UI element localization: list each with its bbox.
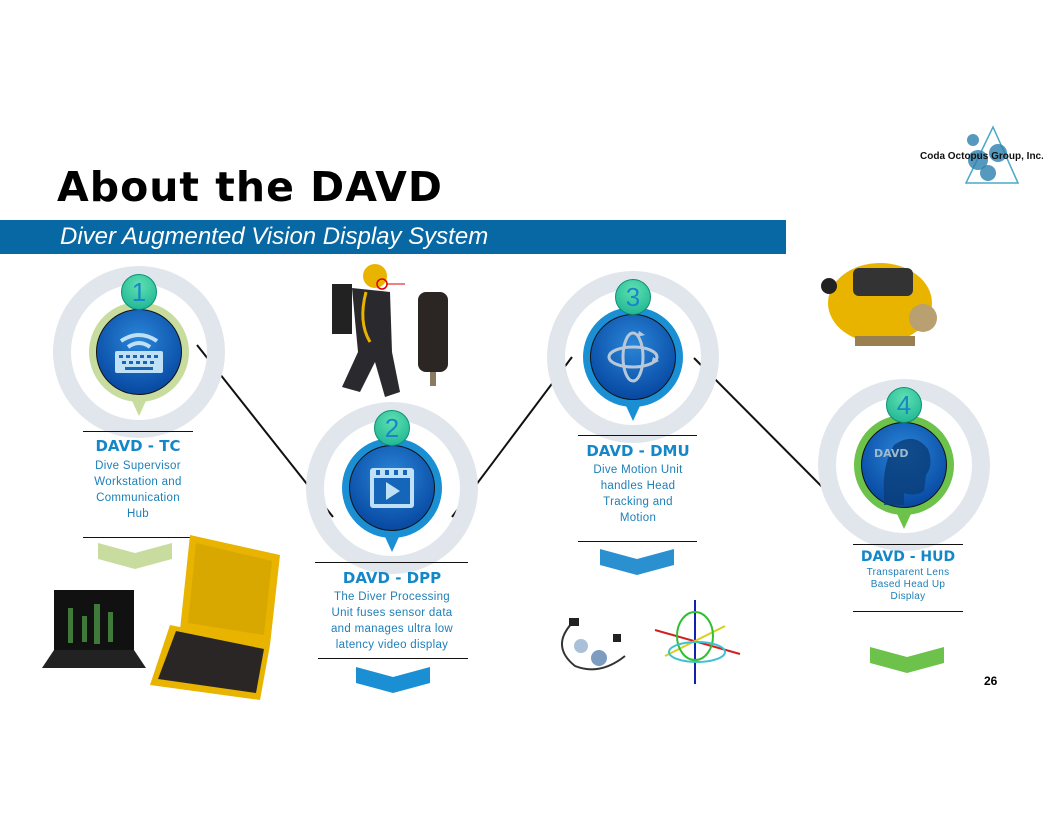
page-number: 26 bbox=[984, 674, 998, 688]
chevron-down-icon bbox=[870, 647, 944, 673]
diver-photo bbox=[332, 264, 448, 397]
node-2-title: DAVD - DPP bbox=[342, 569, 442, 587]
chevron-down-icon bbox=[600, 549, 674, 575]
desc-line: latency video display bbox=[335, 639, 449, 651]
divider bbox=[578, 541, 697, 542]
desc-line: Hub bbox=[127, 508, 149, 520]
node-2-pin bbox=[342, 438, 442, 552]
keyboard-wireless-icon bbox=[96, 309, 182, 395]
node-2-number-badge: 2 bbox=[374, 410, 410, 446]
desc-line: Dive Motion Unit bbox=[593, 464, 683, 476]
helmet-photo bbox=[821, 263, 937, 346]
divider bbox=[315, 562, 468, 563]
node-3-number-badge: 3 bbox=[615, 279, 651, 315]
chevron-down-icon bbox=[98, 543, 172, 569]
chevron-down-icon bbox=[356, 667, 430, 693]
desc-line: handles Head bbox=[600, 480, 676, 492]
desc-line: and manages ultra low bbox=[330, 623, 453, 635]
divider bbox=[853, 544, 963, 545]
desc-line: Communication bbox=[96, 492, 180, 504]
node-1-title: DAVD - TC bbox=[95, 437, 181, 455]
desc-line: The Diver Processing bbox=[334, 591, 450, 603]
page-subtitle: Diver Augmented Vision Display System bbox=[60, 223, 489, 250]
desc-line: Motion bbox=[619, 512, 657, 524]
divider bbox=[578, 435, 697, 436]
desc-line: Tracking and bbox=[603, 496, 673, 508]
rotation-3d-icon bbox=[590, 314, 676, 400]
node-4-title: DAVD - HUD bbox=[860, 549, 956, 565]
node-3-pin bbox=[583, 307, 683, 421]
divider bbox=[853, 611, 963, 612]
divider bbox=[83, 537, 193, 538]
coda-octopus-logo: Coda Octopus Group, Inc. bbox=[920, 125, 1043, 184]
node-1-number-badge: 1 bbox=[121, 274, 157, 310]
head-display-icon: DAVD bbox=[861, 422, 947, 508]
desc-line: Display bbox=[890, 591, 926, 602]
node-3-title: DAVD - DMU bbox=[586, 442, 690, 460]
page-title: About the DAVD bbox=[57, 163, 443, 211]
desc-line: Transparent Lens bbox=[866, 567, 950, 578]
svg-text:Coda Octopus Group, Inc.: Coda Octopus Group, Inc. bbox=[920, 151, 1043, 162]
divider bbox=[83, 431, 193, 432]
dmu-sensor-photo bbox=[561, 618, 626, 671]
motion-axes-diagram bbox=[654, 600, 741, 684]
laptop-photo bbox=[42, 590, 146, 668]
topside-case-photo bbox=[150, 535, 280, 700]
node-1-pin bbox=[89, 302, 189, 416]
desc-line: Unit fuses sensor data bbox=[331, 607, 453, 619]
video-clip-icon bbox=[349, 445, 435, 531]
subtitle-banner bbox=[0, 220, 786, 254]
desc-line: Dive Supervisor bbox=[95, 460, 181, 472]
desc-line: Workstation and bbox=[94, 476, 182, 488]
divider bbox=[318, 658, 468, 659]
desc-line: Based Head Up bbox=[870, 579, 946, 590]
node-4-number-badge: 4 bbox=[886, 387, 922, 423]
svg-text:DAVD: DAVD bbox=[874, 447, 909, 460]
node-4-pin: DAVD bbox=[854, 415, 954, 529]
